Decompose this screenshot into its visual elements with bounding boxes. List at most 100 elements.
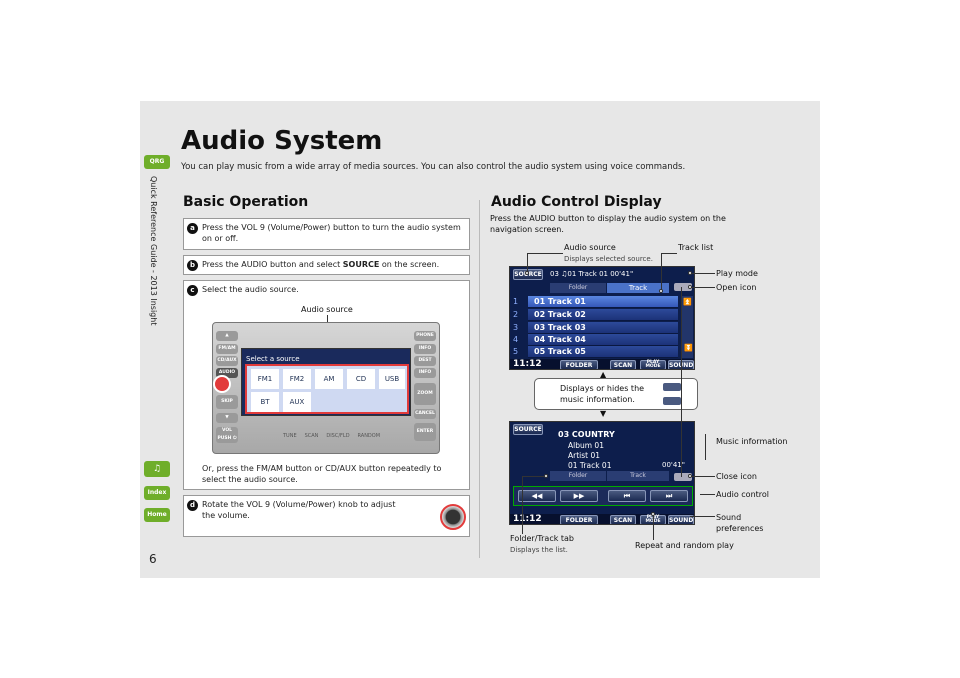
- track-item[interactable]: 02 Track 02: [528, 309, 678, 321]
- vol-knob[interactable]: VOL PUSH ⏻: [216, 427, 238, 443]
- leader-line: [522, 476, 546, 477]
- unit-bottom-labels: TUNE SCAN DISC/FLD RANDOM: [283, 431, 380, 442]
- zoom-button[interactable]: ZOOM: [414, 383, 436, 405]
- step-text-bold: SOURCE: [342, 260, 380, 269]
- qrg-tab[interactable]: QRG: [144, 155, 170, 169]
- enter-button[interactable]: ENTER: [414, 423, 436, 441]
- label-close-icon: Close icon: [716, 472, 757, 481]
- voice-tab[interactable]: ♫: [144, 461, 170, 477]
- label-displays-hides: Displays or hides the music information.: [560, 384, 645, 404]
- scrollbar[interactable]: ⏫ ⏬: [682, 296, 693, 358]
- fast-forward-button[interactable]: ▶▶: [560, 490, 598, 502]
- label-audio-source-sub: Displays selected source.: [564, 255, 653, 263]
- leader-dot: [659, 289, 663, 293]
- label-sound-pref: Sound preferences: [716, 513, 764, 533]
- toggle-callout: Displays or hides the music information.: [534, 378, 698, 410]
- cd-aux-button[interactable]: CD/AUX: [216, 356, 238, 366]
- label-audio-source: Audio source: [564, 243, 616, 252]
- info-button[interactable]: INFO: [414, 344, 436, 354]
- source-fm2[interactable]: FM2: [283, 369, 311, 389]
- folder-button[interactable]: FOLDER: [560, 360, 598, 369]
- disc-fld-label: DISC/FLD: [326, 433, 350, 439]
- voice-icon: ♫: [152, 464, 162, 474]
- step-number: c: [187, 285, 198, 296]
- scan-button[interactable]: SCAN: [610, 360, 636, 369]
- track-item[interactable]: 03 Track 03: [528, 322, 678, 334]
- track-number: 4: [513, 335, 519, 344]
- column-divider: [479, 200, 480, 558]
- home-tab[interactable]: Home: [144, 508, 170, 522]
- track-item[interactable]: 01 Track 01: [528, 296, 678, 308]
- up-button[interactable]: ▲: [216, 331, 238, 341]
- source-grid: FM1 FM2 AM CD USB BT AUX: [245, 364, 409, 414]
- source-am[interactable]: AM: [315, 369, 343, 389]
- bottom-bar: 11:12 FOLDER SCAN PLAY MODE SOUND: [510, 359, 694, 369]
- close-open-icon[interactable]: [674, 283, 692, 291]
- step-text: Press the AUDIO button and select SOURCE…: [202, 259, 463, 270]
- leader-dot: [525, 271, 529, 275]
- tab-track[interactable]: Track: [607, 471, 669, 481]
- audio-source-callout: Audio source: [301, 305, 353, 314]
- down-button[interactable]: ▼: [216, 413, 238, 423]
- tab-folder[interactable]: Folder: [550, 471, 606, 481]
- label-open-icon: Open icon: [716, 283, 757, 292]
- play-mode-button[interactable]: PLAY MODE: [640, 360, 666, 369]
- elapsed-time: 00'41": [662, 461, 685, 469]
- leader-line: [661, 253, 662, 291]
- source-cd[interactable]: CD: [347, 369, 375, 389]
- info2-button[interactable]: INFO: [414, 368, 436, 378]
- step-number: b: [187, 260, 198, 271]
- scroll-bottom-icon[interactable]: ⏬: [684, 344, 693, 352]
- track-item[interactable]: 04 Track 04: [528, 334, 678, 346]
- source-bluetooth[interactable]: BT: [251, 392, 279, 412]
- page-number: 6: [149, 552, 157, 566]
- random-label: RANDOM: [357, 433, 381, 439]
- folder-name: 03 COUNTRY: [558, 430, 615, 439]
- track-number: 2: [513, 310, 519, 319]
- step-text-pre: Press the AUDIO button and select: [202, 260, 343, 269]
- basic-operation-heading: Basic Operation: [183, 194, 309, 210]
- volume-knob-icon: [440, 504, 466, 530]
- close-icon: [663, 397, 681, 405]
- sound-button[interactable]: SOUND: [668, 515, 694, 524]
- scan-button[interactable]: SCAN: [610, 515, 636, 524]
- step-number: a: [187, 223, 198, 234]
- folder-button[interactable]: FOLDER: [560, 515, 598, 524]
- track-item[interactable]: 05 Track 05: [528, 346, 678, 358]
- tab-track[interactable]: Track: [607, 283, 669, 293]
- previous-track-button[interactable]: ⏮: [608, 490, 646, 502]
- next-track-button[interactable]: ⏭: [650, 490, 688, 502]
- clock: 11:12: [513, 514, 542, 524]
- skip-button[interactable]: SKIP: [216, 395, 238, 409]
- tune-label: TUNE: [283, 433, 297, 439]
- audio-control-bar: ◀◀ ▶▶ ⏮ ⏭: [513, 486, 693, 506]
- rewind-button[interactable]: ◀◀: [518, 490, 556, 502]
- leader-line: [653, 514, 654, 540]
- page-title: Audio System: [181, 126, 383, 156]
- source-button[interactable]: SOURCE: [513, 424, 543, 435]
- control-intro: Press the AUDIO button to display the au…: [490, 214, 726, 234]
- fm-am-button[interactable]: FM/AM: [216, 344, 238, 354]
- album-name: Album 01: [568, 441, 604, 450]
- scan-label: SCAN: [304, 433, 319, 439]
- label-repeat-random: Repeat and random play: [635, 541, 734, 550]
- source-aux[interactable]: AUX: [283, 392, 311, 412]
- cancel-button[interactable]: CANCEL: [414, 409, 436, 419]
- source-usb[interactable]: USB: [379, 369, 405, 389]
- arrow-up-icon: ▲: [600, 370, 607, 379]
- audio-button[interactable]: AUDIO: [216, 368, 238, 378]
- dest-button[interactable]: DEST: [414, 356, 436, 366]
- source-fm1[interactable]: FM1: [251, 369, 279, 389]
- leader-dot: [544, 474, 548, 478]
- close-icon[interactable]: [674, 473, 692, 481]
- leader-line: [690, 287, 715, 288]
- tab-folder[interactable]: Folder: [550, 283, 606, 293]
- index-tab[interactable]: Index: [144, 486, 170, 500]
- leader-line: [690, 273, 715, 274]
- bottom-bar: 11:12 FOLDER SCAN PLAY MODE SOUND: [510, 514, 694, 524]
- label-folder-tab-sub: Displays the list.: [510, 546, 568, 554]
- phone-button[interactable]: PHONE: [414, 331, 436, 341]
- step-d: d Rotate the VOL 9 (Volume/Power) knob t…: [183, 495, 470, 537]
- scroll-top-icon[interactable]: ⏫: [683, 298, 692, 306]
- leader-line: [690, 476, 715, 477]
